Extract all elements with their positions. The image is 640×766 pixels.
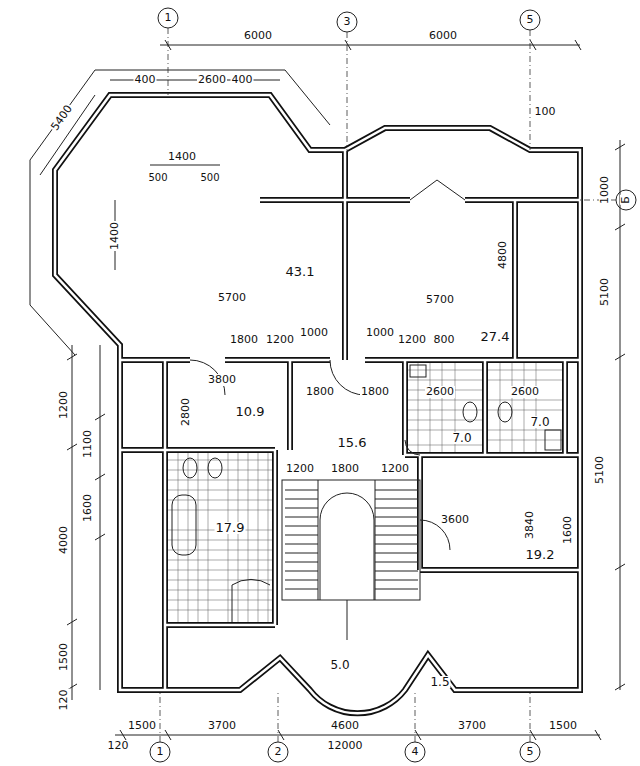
axis-label: 5 <box>526 14 535 26</box>
dimension-label: 3840 <box>524 510 536 540</box>
axis-label: Б <box>620 195 632 205</box>
dimension-label: 1200 <box>265 334 295 346</box>
axis-label: 4 <box>411 746 420 758</box>
dimension-label: 1800 <box>330 463 360 475</box>
dimension-label: 1800 <box>360 386 390 398</box>
dimension-label: 1800 <box>229 334 259 346</box>
dimension-label: 3700 <box>207 720 237 732</box>
dimension-label: 5.0 <box>329 659 350 671</box>
dimension-label: 1100 <box>82 429 94 459</box>
axis-bubble <box>337 12 357 32</box>
toilet-symbol <box>463 402 477 422</box>
axis-lines <box>150 8 636 762</box>
dimension-label: 6000 <box>428 30 458 42</box>
dimension-label: 17.9 <box>215 522 246 534</box>
axis-bubble <box>520 10 540 30</box>
fixtures <box>172 180 561 622</box>
dimension-label: 400 <box>134 74 157 86</box>
dimension-label: 4600 <box>330 720 360 732</box>
axis-bubble <box>520 742 540 762</box>
dimension-label: 1200 <box>397 334 427 346</box>
dimension-label: 5100 <box>599 277 611 307</box>
sink-symbol <box>545 430 561 450</box>
dimension-line <box>40 40 625 740</box>
dimension-label: 1200 <box>380 463 410 475</box>
dimension-label: 1500 <box>127 720 157 732</box>
tile-hatch <box>168 363 562 622</box>
toilet-symbol <box>183 458 197 478</box>
dimension-label: 3800 <box>207 374 237 386</box>
dimension-label: 1000 <box>365 327 395 339</box>
stair-treads <box>285 480 418 640</box>
wall-outline <box>55 95 580 713</box>
dimension-label: 19.2 <box>525 549 556 561</box>
axis-bubble <box>616 190 636 210</box>
dimension-label: 3600 <box>440 514 470 526</box>
dimension-lines <box>40 40 625 740</box>
wall-core <box>55 95 580 713</box>
dimension-label: 5700 <box>425 294 455 306</box>
dimension-label: 1000 <box>599 175 611 205</box>
dimension-label: 2600 <box>197 74 227 86</box>
dimension-label: 1500 <box>58 642 70 672</box>
dimension-label: 500 <box>199 172 220 184</box>
bathroom-tiles <box>168 453 272 622</box>
dimension-label: 100 <box>534 106 557 118</box>
axis-label: 2 <box>274 746 283 758</box>
dimension-label: 12000 <box>327 740 364 752</box>
dimension-label: 15.6 <box>337 437 368 449</box>
axis-label: 5 <box>526 746 535 758</box>
dimension-label: 4000 <box>58 525 70 555</box>
dimension-label: 120 <box>58 689 70 712</box>
dimension-label: 27.4 <box>480 331 511 343</box>
axis-label: 3 <box>343 16 352 28</box>
door-swing <box>190 180 465 550</box>
toilet-symbol <box>208 458 222 478</box>
dimension-label: 6000 <box>243 30 273 42</box>
dimension-label: 7.0 <box>529 416 550 428</box>
axis-bubble <box>158 8 178 28</box>
bathtub-symbol <box>172 495 196 555</box>
axis-bubble <box>405 742 425 762</box>
dimension-label: 2600 <box>425 386 455 398</box>
dimension-label: 1000 <box>299 327 329 339</box>
dimension-label: 1.5 <box>429 676 450 688</box>
dimension-label: 43.1 <box>285 266 316 278</box>
axis-bubble <box>150 742 170 762</box>
axis-label: 1 <box>156 746 165 758</box>
toilet-symbol <box>498 402 512 422</box>
dimension-label: 1200 <box>285 463 315 475</box>
stair <box>282 480 420 640</box>
sink-symbol <box>410 365 426 377</box>
dimension-label: 1600 <box>562 515 574 545</box>
axis-label: 1 <box>164 12 173 24</box>
grid-axis <box>160 28 616 742</box>
axis-bubble <box>268 742 288 762</box>
dimension-label: 1500 <box>548 720 578 732</box>
dimension-label: 400 <box>231 74 254 86</box>
dimension-label: 500 <box>147 172 168 184</box>
dimension-label: 1200 <box>58 390 70 420</box>
dimension-label: 1600 <box>82 493 94 523</box>
dimension-label: 5100 <box>594 455 606 485</box>
shower-symbol <box>232 579 270 622</box>
dimension-label: 3700 <box>457 720 487 732</box>
dimension-label: 5700 <box>217 292 247 304</box>
dimension-label: 120 <box>107 740 130 752</box>
dimension-label: 2600 <box>510 386 540 398</box>
dimension-label: 1400 <box>109 221 121 251</box>
dimension-label: 800 <box>433 334 456 346</box>
dimension-label: 1400 <box>167 151 197 163</box>
dimension-label: 5400 <box>48 102 75 133</box>
stair-well <box>282 480 420 600</box>
dimension-label: 2800 <box>180 397 192 427</box>
dimension-label: 7.0 <box>451 432 472 444</box>
dimension-label: 10.9 <box>235 406 266 418</box>
dimension-label: 4800 <box>497 240 509 270</box>
dimension-label: 1800 <box>305 386 335 398</box>
